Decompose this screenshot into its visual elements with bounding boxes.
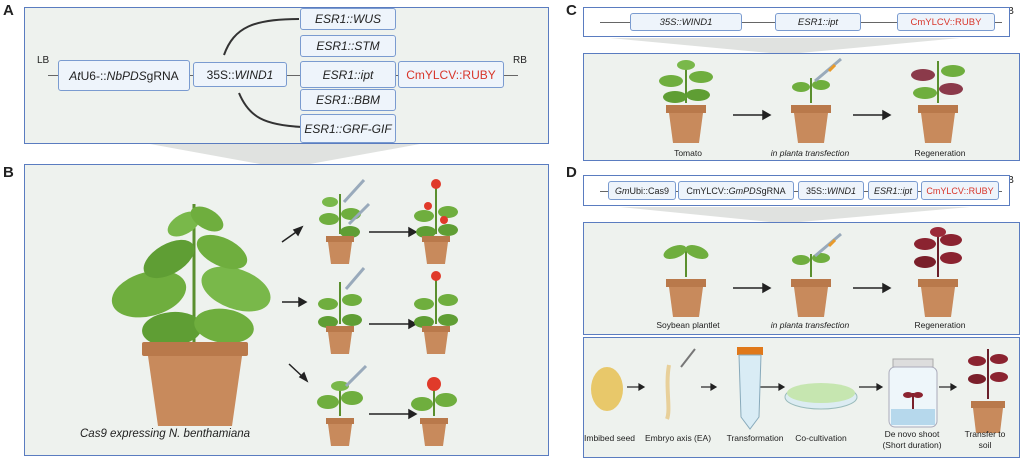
cassette-d-ruby: CmYLCV::RUBY (921, 181, 999, 200)
gmpds-gene: GmPDS (728, 185, 762, 196)
rb-label-a: RB (513, 55, 527, 66)
imbibed-seed-icon (591, 367, 623, 411)
flowering-plant-3 (411, 377, 457, 446)
benthamiana-caption: Cas9 expressing N. benthamiana (80, 428, 251, 440)
step-d-plantlet: Soybean plantlet (656, 320, 720, 330)
wind1d-gene: WIND1 (827, 185, 856, 196)
injected-plant-3 (317, 364, 368, 446)
cassette-c-ruby: CmYLCV::RUBY (897, 13, 995, 31)
morph-gene-grf-gif: ESR1::GRF-GIF (300, 114, 396, 143)
process-denovo-shoot: De novo shoot (884, 429, 940, 439)
regenerated-soybean-icon (914, 227, 962, 317)
flowering-plant-2 (414, 271, 458, 354)
ruby-cassette-a: CmYLCV::RUBY (398, 61, 504, 88)
process-short-duration: (Short duration) (882, 440, 942, 450)
guide-prefix: At (69, 68, 81, 83)
process-embryo-axis: Embryo axis (EA) (644, 433, 712, 443)
step-d-transfection: in planta transfection (770, 320, 850, 330)
branch-arrows (281, 225, 418, 420)
guide-italic: NbPDS (106, 68, 147, 83)
morph-gene-wus: ESR1::WUS (300, 8, 396, 30)
benthamiana-illustration (111, 178, 458, 446)
step-c-tomato: Tomato (674, 148, 702, 158)
process-arrows (627, 382, 958, 392)
morph-gene-ipt: ESR1::ipt (300, 61, 396, 88)
step-c-transfection: in planta transfection (770, 148, 850, 158)
panel-label-a: A (3, 2, 14, 19)
cassette-c-ipt: ESR1::ipt (775, 13, 861, 31)
gmpds-post: gRNA (761, 185, 786, 196)
wind1-gene: WIND1 (234, 67, 274, 82)
branch-connectors (223, 18, 303, 128)
large-pot-icon (142, 342, 248, 426)
cas9-rest: Ubi::Cas9 (629, 185, 669, 196)
transfected-tomato-icon (791, 57, 842, 143)
flowering-plant-1 (414, 179, 458, 264)
soybean-illustration (663, 227, 962, 317)
process-illustration (591, 347, 1008, 433)
transfected-soybean-icon (791, 232, 842, 317)
jar-shoot-icon (888, 358, 938, 428)
morph-gene-stm: ESR1::STM (300, 35, 396, 57)
wind1d-pre: 35S:: (805, 185, 827, 196)
d-arrows (733, 282, 892, 294)
iptd-gene: ipt (902, 185, 913, 196)
process-soil: soil (978, 440, 992, 450)
step-c-regeneration: Regeneration (914, 148, 966, 158)
injected-plant-1 (319, 178, 371, 264)
large-plant-icon (111, 204, 271, 349)
guide-suffix: gRNA (146, 68, 179, 83)
wind1-cassette-box: 35S::WIND1 (193, 62, 287, 87)
petri-dish-icon (784, 383, 858, 410)
transfer-to-soil-icon (968, 349, 1008, 433)
cas9-prefix: Gm (614, 185, 630, 196)
c-arrows (733, 109, 892, 121)
panel-b (24, 164, 549, 456)
tomato-plant-icon (659, 60, 713, 143)
cassette-c-wind1: 35S::WIND1 (630, 13, 742, 31)
soybean-plantlet-icon (663, 245, 709, 317)
regenerated-tomato-icon (911, 61, 965, 143)
panel-label-b: B (3, 164, 14, 181)
panel-label-c: C (566, 2, 577, 19)
embryo-axis-icon (665, 348, 696, 420)
wind1-prefix: 35S:: (206, 67, 235, 82)
lb-label-a: LB (37, 55, 50, 66)
injected-plant-2 (318, 267, 366, 354)
tomato-illustration (659, 57, 965, 143)
process-cocultivation: Co-cultivation (795, 433, 847, 443)
cassette-d-ipt: ESR1::ipt (868, 181, 918, 200)
morph-gene-bbm: ESR1::BBM (300, 89, 396, 111)
guide-mid: U6-:: (80, 68, 107, 83)
panel-label-d: D (566, 164, 577, 181)
cassette-d-wind1: 35S::WIND1 (798, 181, 864, 200)
process-transformation: Transformation (726, 433, 784, 443)
gmpds-pre: CmYLCV:: (686, 185, 729, 196)
step-d-regeneration: Regeneration (914, 320, 966, 330)
process-imbibed-seed: Imbibed seed (584, 433, 636, 443)
iptd-pre: ESR1:: (873, 185, 903, 196)
process-transfer-to: Transfer to (964, 429, 1006, 439)
transformation-tube-icon (737, 347, 763, 430)
